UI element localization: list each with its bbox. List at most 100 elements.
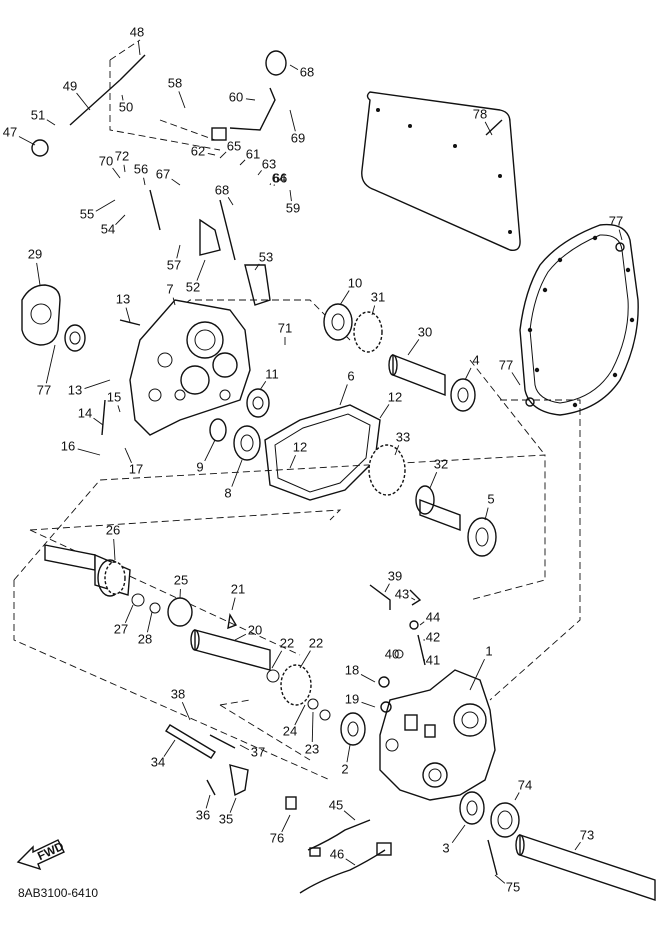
leader-line-26	[113, 538, 116, 561]
rod-50	[31, 54, 146, 157]
callout-43: 43	[395, 586, 409, 601]
leader-line-1	[469, 658, 485, 691]
callout-44: 44	[426, 609, 440, 624]
callout-8: 8	[224, 485, 231, 500]
callout-73: 73	[580, 827, 594, 842]
callout-33: 33	[396, 429, 410, 444]
callout-74: 74	[518, 777, 532, 792]
callout-31: 31	[371, 289, 385, 304]
leader-line-69	[289, 109, 296, 132]
callout-10: 10	[348, 275, 362, 290]
callout-9: 9	[196, 459, 203, 474]
callout-71: 71	[278, 320, 292, 335]
callout-28: 28	[138, 631, 152, 646]
callout-54: 54	[101, 221, 115, 236]
callout-21: 21	[231, 581, 245, 596]
callout-13: 13	[68, 382, 82, 397]
leader-line-53	[254, 263, 260, 271]
leader-line-45	[343, 810, 356, 821]
callout-27: 27	[114, 621, 128, 636]
small-parts	[101, 50, 625, 894]
leader-line-78	[484, 121, 493, 136]
leader-line-34	[163, 739, 176, 757]
leader-line-39	[384, 583, 390, 593]
leader-line-68	[289, 64, 299, 70]
callout-60: 60	[229, 89, 243, 104]
leader-line-70	[112, 167, 121, 179]
leader-line-50	[121, 94, 124, 101]
leader-line-33	[394, 445, 400, 456]
leader-line-7	[172, 297, 176, 306]
callout-22: 22	[280, 635, 294, 650]
leader-line-8	[231, 459, 243, 487]
callout-66: 66	[273, 170, 287, 185]
leader-line-22	[271, 650, 283, 669]
leader-line-77	[618, 229, 623, 241]
callout-5: 5	[487, 491, 494, 506]
callout-3: 3	[442, 840, 449, 855]
leader-line-31	[371, 305, 376, 316]
callout-61: 61	[246, 146, 260, 161]
leader-line-74	[514, 792, 520, 801]
leader-line-10	[339, 290, 350, 306]
callout-35: 35	[219, 811, 233, 826]
callout-68: 68	[215, 182, 229, 197]
leader-line-54	[115, 214, 126, 226]
callout-63: 63	[262, 156, 276, 171]
callout-77: 77	[609, 213, 623, 228]
callout-68: 68	[300, 64, 314, 79]
leader-line-67	[171, 178, 181, 186]
callout-50: 50	[119, 99, 133, 114]
callout-77: 77	[37, 382, 51, 397]
callout-37: 37	[251, 744, 265, 759]
shaft-30	[388, 353, 446, 397]
leader-line-4	[464, 367, 472, 381]
callout-39: 39	[388, 568, 402, 583]
callout-76: 76	[270, 830, 284, 845]
leader-line-11	[259, 380, 267, 391]
leader-line-13	[84, 379, 111, 390]
callout-55: 55	[80, 206, 94, 221]
diagram-code: 8AB3100-6410	[18, 886, 98, 900]
leader-line-46	[345, 858, 356, 866]
leader-line-52	[196, 259, 206, 281]
leader-line-76	[281, 814, 291, 833]
leader-line-14	[93, 417, 104, 426]
leader-line-9	[204, 439, 216, 462]
leader-line-63	[257, 170, 262, 176]
forward-arrow-icon: FWD	[16, 839, 66, 871]
callout-65: 65	[227, 138, 241, 153]
leader-line-29	[36, 262, 41, 286]
leader-line-13	[125, 307, 131, 323]
callout-77: 77	[499, 357, 513, 372]
leader-line-37	[239, 744, 250, 751]
callout-69: 69	[291, 130, 305, 145]
fwd-label: FWD	[35, 839, 66, 863]
leader-line-64	[269, 183, 272, 186]
callout-34: 34	[151, 754, 165, 769]
leader-line-58	[178, 91, 186, 109]
callout-59: 59	[286, 200, 300, 215]
leader-line-28	[146, 611, 153, 633]
leader-line-47	[18, 136, 36, 146]
side-cover	[264, 404, 381, 501]
callout-47: 47	[3, 124, 17, 139]
gasket-left	[21, 284, 61, 346]
callout-42: 42	[426, 629, 440, 644]
callout-18: 18	[345, 662, 359, 677]
leader-line-18	[360, 674, 376, 683]
callout-26: 26	[106, 522, 120, 537]
left-case	[129, 299, 251, 436]
callout-19: 19	[345, 691, 359, 706]
gears	[104, 311, 406, 706]
leader-line-19	[361, 701, 376, 708]
leader-line-59	[289, 189, 292, 202]
callout-24: 24	[283, 723, 297, 738]
leader-line-2	[346, 744, 351, 763]
callout-38: 38	[171, 686, 185, 701]
callout-17: 17	[129, 461, 143, 476]
callout-11: 11	[265, 366, 279, 381]
leader-line-77	[45, 344, 56, 384]
shaft-20	[190, 629, 271, 671]
